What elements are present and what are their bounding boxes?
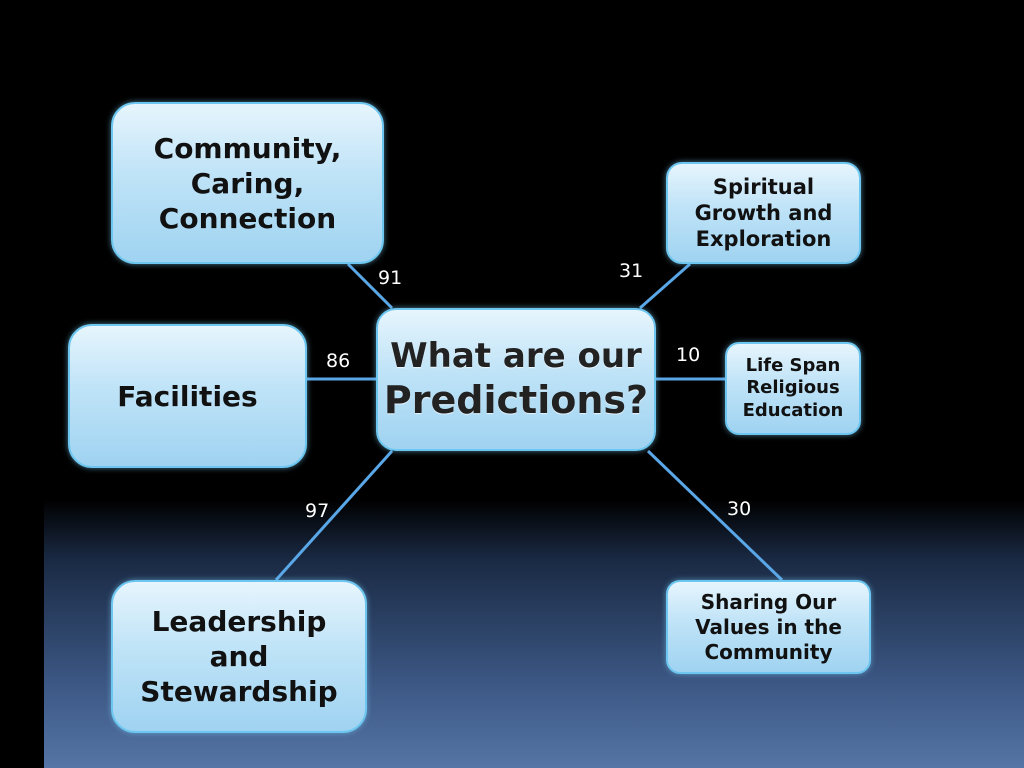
left-black-strip: [0, 0, 44, 768]
center-line-1: What are our: [390, 335, 642, 376]
node-spiritual-line-3: Exploration: [695, 227, 832, 252]
node-spiritual-line-1: Spiritual: [712, 174, 815, 199]
node-community: Community, Caring, Connection: [111, 102, 384, 264]
node-facilities: Facilities: [68, 324, 307, 468]
node-community-line-2: Caring,: [190, 166, 305, 200]
node-leadership-line-1: Leadership: [151, 605, 327, 638]
center-line-2: Predictions?: [383, 378, 649, 422]
node-sharing: Sharing Our Values in the Community: [666, 580, 871, 674]
node-center: What are our Predictions?: [376, 308, 656, 451]
node-facilities-line-1: Facilities: [117, 379, 258, 413]
count-sharing: 30: [727, 498, 752, 520]
node-community-line-1: Community,: [153, 131, 342, 165]
count-community: 91: [378, 267, 403, 289]
node-leadership-line-3: Stewardship: [140, 675, 338, 708]
connector-community: [346, 262, 394, 310]
count-leadership: 97: [305, 500, 330, 522]
node-lifespan-line-1: Life Span: [745, 354, 841, 376]
node-sharing-line-1: Sharing Our: [700, 589, 837, 614]
node-spiritual-line-2: Growth and: [694, 200, 833, 225]
node-sharing-line-3: Community: [704, 639, 833, 664]
connector-leadership: [274, 449, 394, 582]
node-community-line-3: Connection: [158, 201, 337, 235]
count-spiritual: 31: [619, 260, 644, 282]
count-lifespan: 10: [676, 344, 701, 366]
connector-sharing: [646, 449, 784, 582]
node-lifespan-line-3: Education: [742, 399, 844, 421]
node-lifespan: Life Span Religious Education: [725, 342, 861, 435]
connector-spiritual: [639, 262, 691, 310]
node-leadership-line-2: and: [209, 640, 269, 673]
node-lifespan-line-2: Religious: [746, 377, 840, 399]
count-facilities: 86: [326, 350, 351, 372]
node-sharing-line-2: Values in the: [695, 614, 842, 639]
node-leadership: Leadership and Stewardship: [111, 580, 367, 733]
node-spiritual: Spiritual Growth and Exploration: [666, 162, 861, 264]
